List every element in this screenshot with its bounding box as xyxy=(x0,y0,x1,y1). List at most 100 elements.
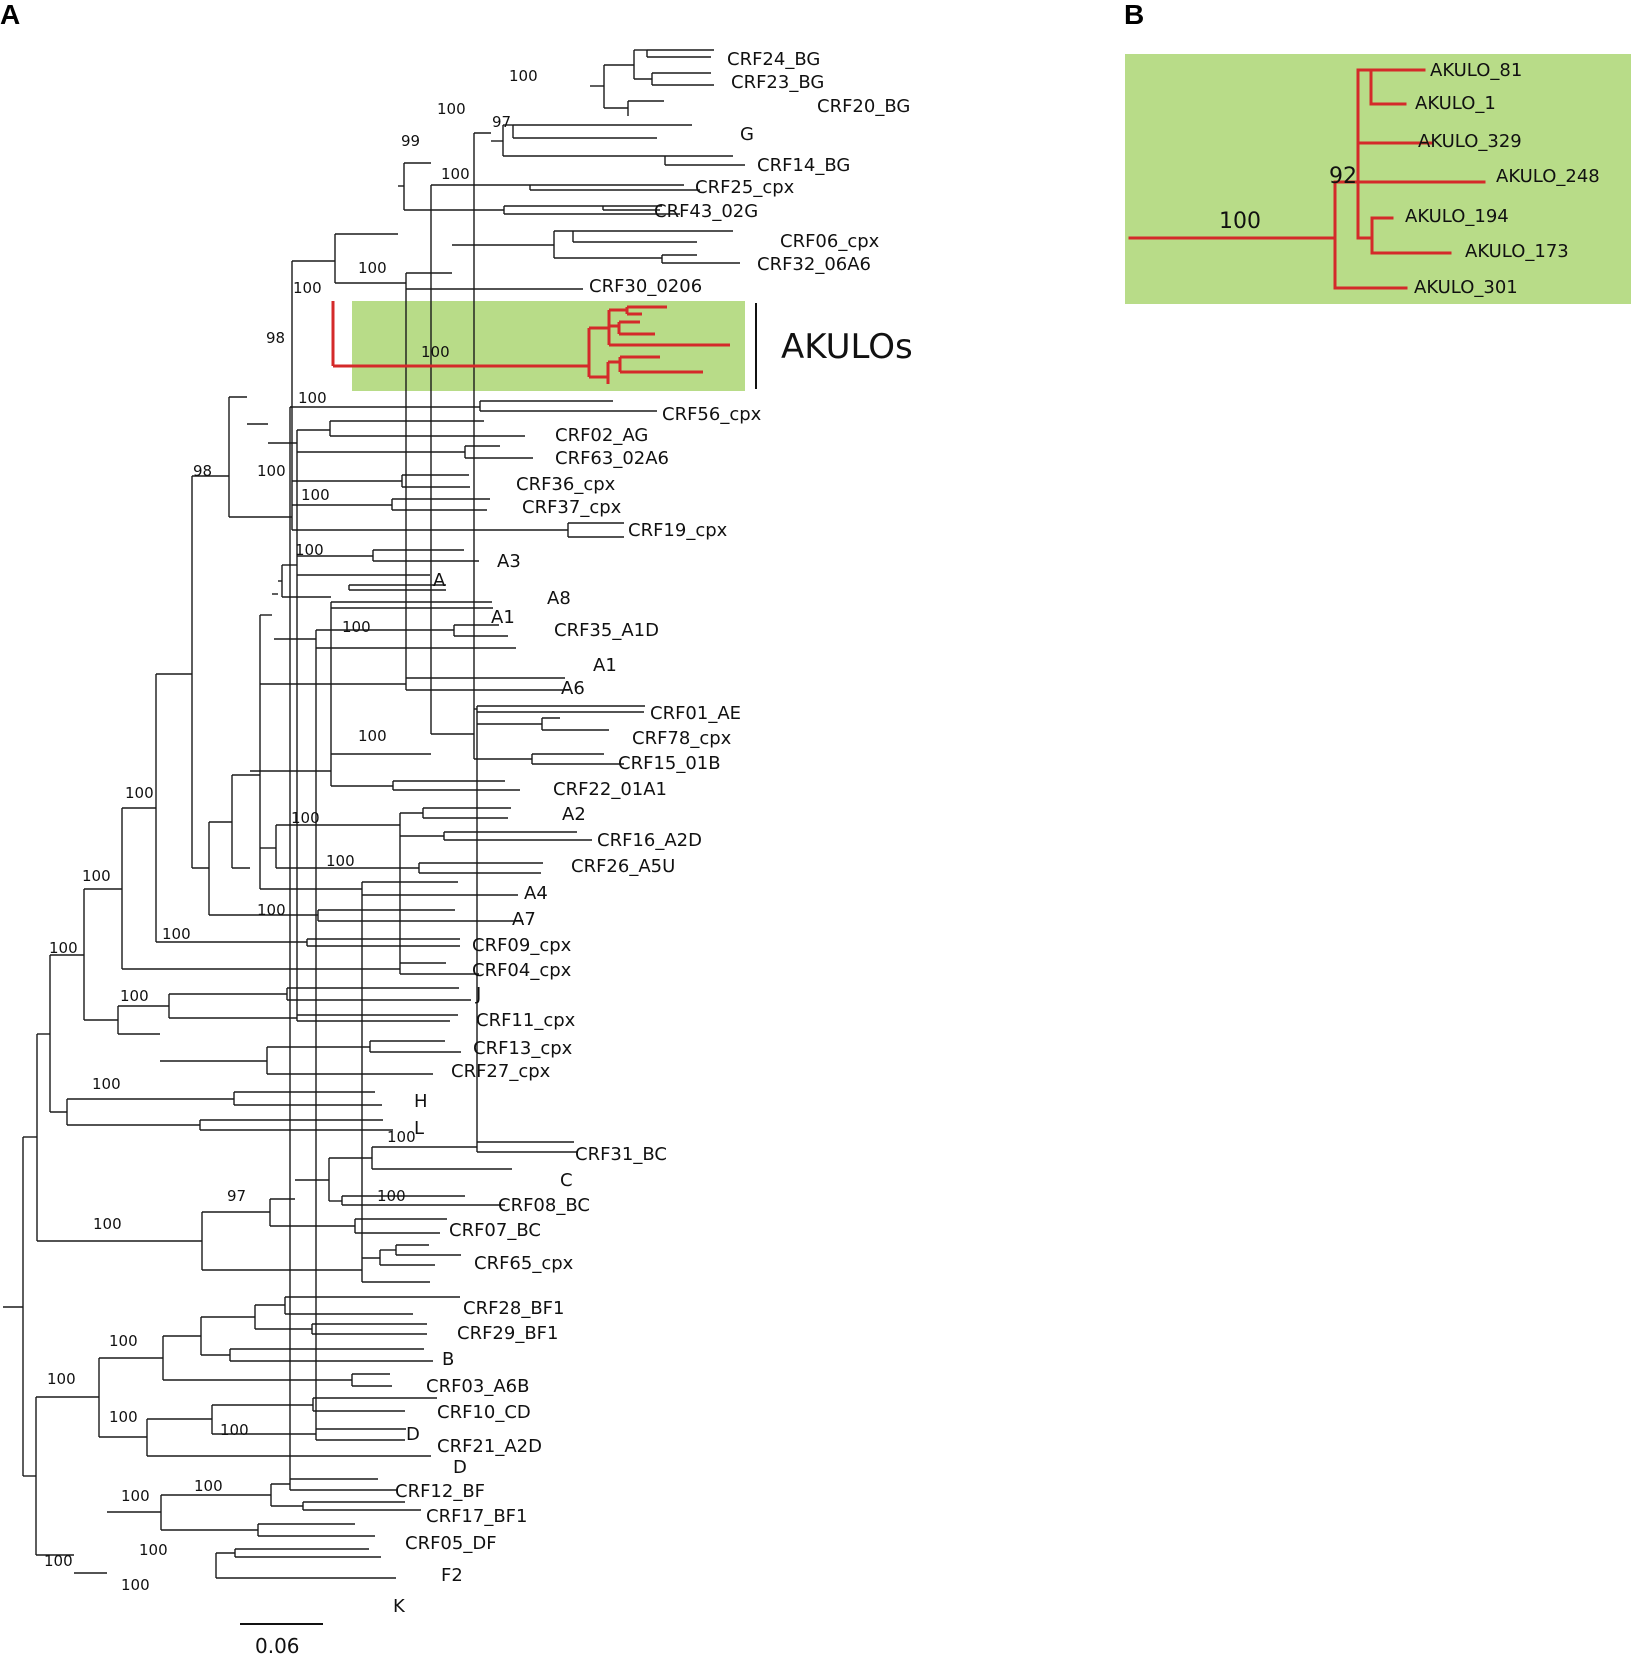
tree-a-leaf-label: A xyxy=(433,570,446,591)
tree-a-leaf-label: C xyxy=(560,1170,573,1191)
tree-a-leaf-label: CRF56_cpx xyxy=(662,404,762,425)
tree-a-bootstrap-label: 100 xyxy=(92,1075,121,1093)
tree-a-bootstrap-label: 100 xyxy=(49,939,78,957)
tree-b-leaf-label: AKULO_173 xyxy=(1465,241,1569,262)
tree-a-leaf-label: A3 xyxy=(497,551,521,572)
tree-a-leaf-label: L xyxy=(414,1118,424,1139)
tree-a-leaf-label: CRF04_cpx xyxy=(472,960,572,981)
panel-b-highlight-box xyxy=(1125,54,1631,304)
tree-a-bootstrap-label: 100 xyxy=(220,1421,249,1439)
tree-a-bootstrap-label: 100 xyxy=(293,279,322,297)
tree-a-leaf-label: H xyxy=(414,1091,428,1112)
panel-b-label: B xyxy=(1124,0,1144,30)
tree-a-bootstrap-label: 100 xyxy=(194,1477,223,1495)
tree-b-leaf-label: AKULO_329 xyxy=(1418,131,1522,152)
tree-a-leaf-label: D xyxy=(453,1457,467,1478)
tree-a-bootstrap-label: 100 xyxy=(437,100,466,118)
tree-a-leaf-label: CRF43_02G xyxy=(654,201,758,222)
tree-a-bootstrap-label: 100 xyxy=(257,901,286,919)
tree-a-leaf-label: CRF03_A6B xyxy=(426,1376,529,1397)
tree-a-leaf-label: CRF08_BC xyxy=(498,1195,590,1216)
tree-a-leaf-label: B xyxy=(442,1349,454,1370)
tree-a-leaf-label: A8 xyxy=(547,588,571,609)
tree-a-bootstrap-label: 100 xyxy=(139,1541,168,1559)
tree-a-bootstrap-label: 100 xyxy=(441,165,470,183)
scale-bar-label: 0.06 xyxy=(255,1634,300,1656)
tree-a-leaf-label: A6 xyxy=(561,678,585,699)
tree-a-bootstrap-label: 100 xyxy=(358,259,387,277)
tree-a-leaf-label: CRF30_0206 xyxy=(589,276,702,297)
tree-a-leaf-label: CRF06_cpx xyxy=(780,231,880,252)
tree-a-bootstrap-label: 100 xyxy=(509,67,538,85)
tree-a-leaf-label: CRF32_06A6 xyxy=(757,254,871,275)
tree-a-leaf-label: CRF28_BF1 xyxy=(463,1298,565,1319)
tree-a-leaf-label: A4 xyxy=(524,883,548,904)
tree-a-bootstrap-label: 100 xyxy=(44,1552,73,1570)
tree-a-leaf-label: CRF65_cpx xyxy=(474,1253,574,1274)
tree-a-leaf-label: J xyxy=(475,984,481,1005)
tree-b-bootstrap-label: 92 xyxy=(1329,164,1357,189)
tree-a-bootstrap-label: 100 xyxy=(120,987,149,1005)
tree-a-bootstrap-label: 100 xyxy=(298,389,327,407)
tree-a-bootstrap-label: 100 xyxy=(257,462,286,480)
tree-a-bootstrap-label: 97 xyxy=(492,113,511,131)
tree-a-leaf-label: CRF37_cpx xyxy=(522,497,622,518)
panel-a-label: A xyxy=(0,0,20,30)
tree-a-leaf-label: CRF63_02A6 xyxy=(555,448,669,469)
tree-a-bootstrap-labels: 100 100 97 99 100 100 100 100 98 100 98 100 100 100 10… xyxy=(44,67,538,1594)
tree-a-leaf-label: CRF17_BF1 xyxy=(426,1506,528,1527)
tree-a-leaf-label: K xyxy=(393,1596,406,1617)
tree-a-leaf-label: CRF15_01B xyxy=(618,753,721,774)
tree-a-bootstrap-label: 98 xyxy=(266,329,285,347)
tree-a-leaf-label: CRF23_BG xyxy=(731,72,824,93)
tree-b-leaf-labels: AKULO_81AKULO_1AKULO_329AKULO_248AKULO_1… xyxy=(1405,60,1600,298)
tree-a-bootstrap-label: 100 xyxy=(387,1128,416,1146)
tree-b-leaf-label: AKULO_248 xyxy=(1496,166,1600,187)
tree-a-leaf-label: CRF14_BG xyxy=(757,155,850,176)
tree-a-leaf-labels: CRF24_BGCRF23_BGCRF20_BGGCRF14_BGCRF25_c… xyxy=(393,49,910,1617)
tree-a-bootstrap-label: 100 xyxy=(358,727,387,745)
tree-a-leaf-label: CRF31_BC xyxy=(575,1144,667,1165)
tree-a-bootstrap-label: 100 xyxy=(82,867,111,885)
tree-b-bootstrap-labels: 100 92 xyxy=(1219,164,1357,234)
tree-a-leaf-label: CRF01_AE xyxy=(650,703,741,724)
tree-a-bootstrap-label: 100 xyxy=(121,1487,150,1505)
tree-a-leaf-label: A1 xyxy=(593,655,617,676)
tree-a-leaf-label: CRF35_A1D xyxy=(554,620,659,641)
tree-a-leaf-label: CRF20_BG xyxy=(817,96,910,117)
tree-a-leaf-label: A7 xyxy=(512,909,536,930)
tree-a-bootstrap-label: 100 xyxy=(109,1408,138,1426)
tree-a-leaf-label: CRF19_cpx xyxy=(628,520,728,541)
tree-a-bootstrap-label: 100 xyxy=(47,1370,76,1388)
tree-a-bootstrap-label: 100 xyxy=(121,1576,150,1594)
tree-a-leaf-label: CRF16_A2D xyxy=(597,830,702,851)
tree-a-akulo-branches xyxy=(331,301,730,384)
tree-b-leaf-label: AKULO_301 xyxy=(1414,277,1518,298)
tree-a-bootstrap-label: 99 xyxy=(401,132,420,150)
tree-a-leaf-label: CRF07_BC xyxy=(449,1220,541,1241)
tree-a-branches xyxy=(3,49,745,1579)
tree-a-leaf-label: CRF12_BF xyxy=(395,1481,485,1502)
tree-a-bootstrap-label: 98 xyxy=(193,462,212,480)
tree-a-leaf-label: CRF21_A2D xyxy=(437,1436,542,1457)
tree-a-bootstrap-label: 100 xyxy=(291,809,320,827)
tree-a-bootstrap-label: 100 xyxy=(125,784,154,802)
tree-a-leaf-label: CRF27_cpx xyxy=(451,1061,551,1082)
tree-b-leaf-label: AKULO_1 xyxy=(1415,93,1496,114)
tree-a-leaf-label: CRF10_CD xyxy=(437,1402,531,1423)
tree-a-leaf-label: CRF09_cpx xyxy=(472,935,572,956)
tree-a-bootstrap-label: 100 xyxy=(295,541,324,559)
tree-a-leaf-label: CRF24_BG xyxy=(727,49,820,70)
tree-a-leaf-label: A1 xyxy=(491,607,515,628)
tree-b-branches xyxy=(1128,68,1486,290)
akulo-clade-label: AKULOs xyxy=(781,327,913,367)
tree-a-bootstrap-label: 100 xyxy=(342,618,371,636)
tree-a-bootstrap-label: 100 xyxy=(301,486,330,504)
tree-a-leaf-label: CRF25_cpx xyxy=(695,177,795,198)
tree-a-leaf-label: CRF26_A5U xyxy=(571,856,675,877)
tree-a-leaf-label: CRF05_DF xyxy=(405,1533,497,1554)
tree-a-leaf-label: CRF22_01A1 xyxy=(553,779,667,800)
tree-b-bootstrap-label: 100 xyxy=(1219,209,1261,234)
tree-a-leaf-label: CRF36_cpx xyxy=(516,474,616,495)
